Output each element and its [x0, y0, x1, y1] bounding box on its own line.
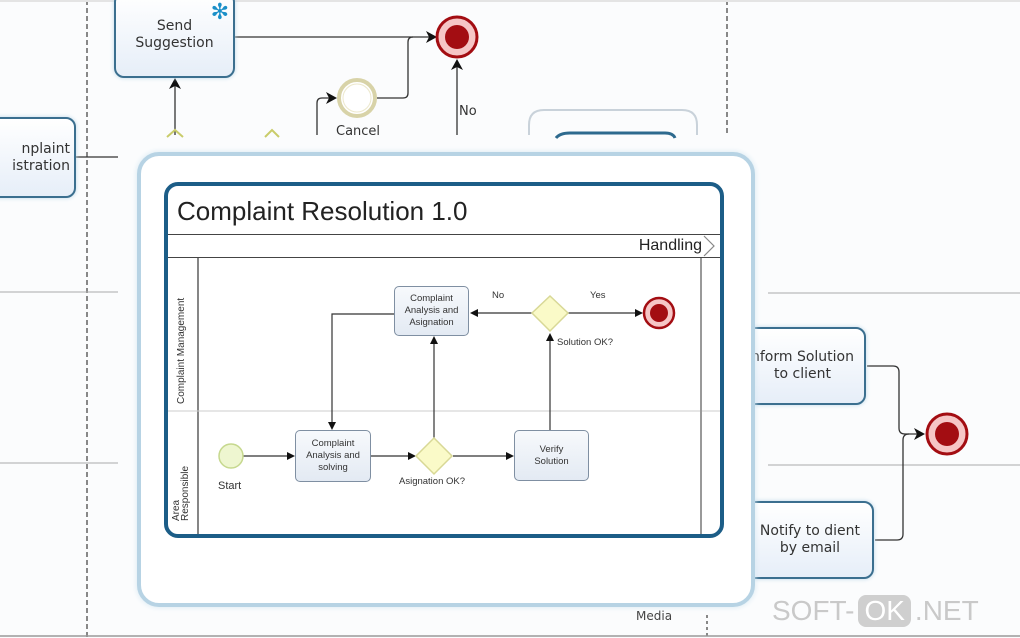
gear-icon: ✻ [210, 0, 229, 25]
flow-label-no: No [459, 104, 477, 119]
arrowhead [635, 309, 643, 317]
phase-label: Handling [638, 237, 702, 254]
pool-title: Complaint Resolution 1.0 [177, 196, 468, 226]
arrowhead [430, 336, 438, 344]
sequence-flow [875, 433, 910, 541]
arrowhead [328, 422, 336, 430]
arrowhead [426, 31, 437, 43]
task-label: Complaint Analysis and Asignation [404, 293, 459, 328]
flow-label-no: No [492, 290, 505, 301]
subprocess-inner [554, 131, 677, 140]
task-label: Verify Solution [534, 443, 569, 467]
phase-header: Handling [168, 234, 720, 258]
gateway-tip [166, 128, 184, 138]
cancel-event-label: Cancel [336, 124, 381, 139]
task-label: nform Solution to client [751, 349, 854, 382]
end-event-core [650, 304, 668, 322]
task-inform-solution[interactable]: nform Solution to client [740, 327, 866, 405]
arrowhead [546, 333, 554, 341]
phase-chevron [703, 235, 715, 257]
cancel-event-inner [342, 83, 372, 113]
start-event-label: Start [218, 480, 242, 492]
task-label: Notify to dient by email [759, 523, 860, 556]
watermark: SOFT- OK .NET [772, 595, 979, 627]
arrowhead [506, 452, 514, 460]
pool-complaint-resolution[interactable]: Complaint Resolution 1.0 Handling Com [164, 182, 724, 538]
task-notify-client[interactable]: Notify to dient by email [740, 501, 874, 579]
start-event[interactable] [218, 443, 244, 469]
arrowhead [169, 78, 181, 89]
arrowhead [914, 428, 925, 440]
watermark-ok: OK [858, 595, 911, 627]
task-analysis-assignation[interactable]: Complaint Analysis and Asignation [394, 286, 469, 336]
watermark-right: .NET [914, 595, 979, 626]
task-label: nplaint istration [12, 140, 70, 174]
lane-label-media: Media [636, 609, 673, 623]
gateway-assignation-ok[interactable] [414, 436, 454, 476]
lane-label-complaint-management: Complaint Management [176, 297, 187, 404]
sequence-flow [377, 36, 414, 99]
arrowhead [470, 309, 478, 317]
task-label: Send Suggestion [135, 18, 214, 51]
gateway-solution-label: Solution OK? [557, 337, 613, 348]
sequence-flow [316, 97, 330, 135]
gateway-solution-ok[interactable] [530, 294, 570, 333]
pool-canvas [168, 235, 720, 534]
flow-label-yes: Yes [590, 290, 606, 301]
gateway-assignation-label: Asignation OK? [399, 476, 466, 487]
subprocess-outline [528, 109, 698, 135]
task-complaint-registration[interactable]: nplaint istration [0, 117, 76, 198]
task-label: Complaint Analysis and solving [306, 438, 360, 473]
end-event-core [935, 422, 959, 446]
arrowhead [408, 452, 416, 460]
task-send-suggestion[interactable]: Send Suggestion ✻ [114, 0, 235, 78]
task-verify-solution[interactable]: Verify Solution [514, 430, 589, 481]
sequence-flow [867, 365, 918, 435]
sequence-flow [331, 313, 394, 422]
gateway-tip [264, 128, 280, 138]
watermark-left: SOFT- [772, 595, 855, 626]
arrowhead [326, 92, 337, 104]
task-analysis-solving[interactable]: Complaint Analysis and solving [295, 430, 371, 482]
lane-label-area-responsible: Area Responsible [171, 465, 191, 521]
end-event-core [445, 25, 469, 49]
arrowhead [451, 59, 463, 70]
arrowhead [287, 452, 295, 460]
